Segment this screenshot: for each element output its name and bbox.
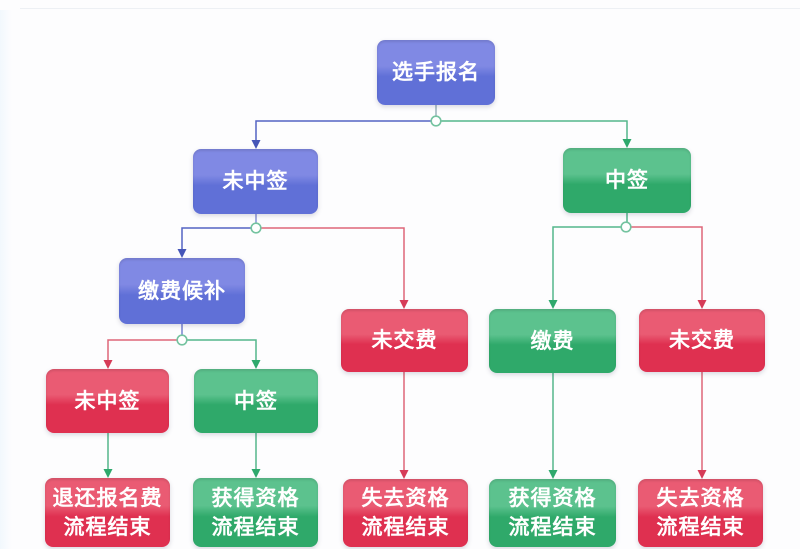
node-pay: 缴费 <box>489 309 616 373</box>
node-unpaid-right: 未交费 <box>639 309 765 372</box>
junction-dot-selected <box>620 221 632 233</box>
arrowhead-lost-end-2 <box>697 470 707 479</box>
node-not-selected: 未中签 <box>193 149 318 214</box>
edge-selected-to-unpaid-right <box>631 226 703 300</box>
node-payment-waitlist: 缴费候补 <box>119 258 245 324</box>
node-wl-not-selected: 未中签 <box>46 369 169 433</box>
top-hairline-divider <box>20 8 800 9</box>
arrowhead-unpaid-mid <box>399 300 409 309</box>
arrowhead-wl-selected <box>251 360 261 369</box>
node-unpaid-mid: 未交费 <box>341 309 468 372</box>
edge-start-to-not-selected <box>255 120 431 140</box>
junction-dot-start <box>430 115 442 127</box>
arrowhead-unpaid-right <box>697 300 707 309</box>
arrowhead-pay <box>548 300 558 309</box>
arrowhead-lost-end-1 <box>399 470 409 479</box>
left-edge-tint <box>0 10 12 549</box>
junction-dot-not-selected <box>250 222 262 234</box>
arrowhead-qualified-end-1 <box>251 469 261 478</box>
arrowhead-qualified-end-2 <box>548 470 558 479</box>
arrowhead-refund-end <box>103 469 113 478</box>
node-start: 选手报名 <box>377 40 495 105</box>
arrowhead-wl-not-selected <box>103 360 113 369</box>
arrowhead-waitlist <box>177 249 187 258</box>
edge-not-selected-to-unpaid-mid <box>261 227 405 300</box>
edge-start-to-selected <box>441 120 628 139</box>
node-refund-end: 退还报名费 流程结束 <box>45 478 170 547</box>
node-lost-end-1: 失去资格 流程结束 <box>343 479 468 547</box>
junction-dot-waitlist <box>176 334 188 346</box>
node-selected: 中签 <box>563 148 691 213</box>
node-wl-selected: 中签 <box>194 369 318 433</box>
node-qualified-end-1: 获得资格 流程结束 <box>193 478 318 547</box>
edge-selected-to-pay <box>552 226 621 300</box>
arrowhead-selected <box>622 139 632 148</box>
edge-waitlist-to-wl-not-selected <box>107 339 177 360</box>
arrowhead-not-selected <box>251 140 261 149</box>
edge-not-selected-to-waitlist <box>181 227 251 249</box>
edge-waitlist-to-wl-selected <box>187 339 257 360</box>
node-qualified-end-2: 获得资格 流程结束 <box>489 479 616 547</box>
node-lost-end-2: 失去资格 流程结束 <box>638 479 763 547</box>
